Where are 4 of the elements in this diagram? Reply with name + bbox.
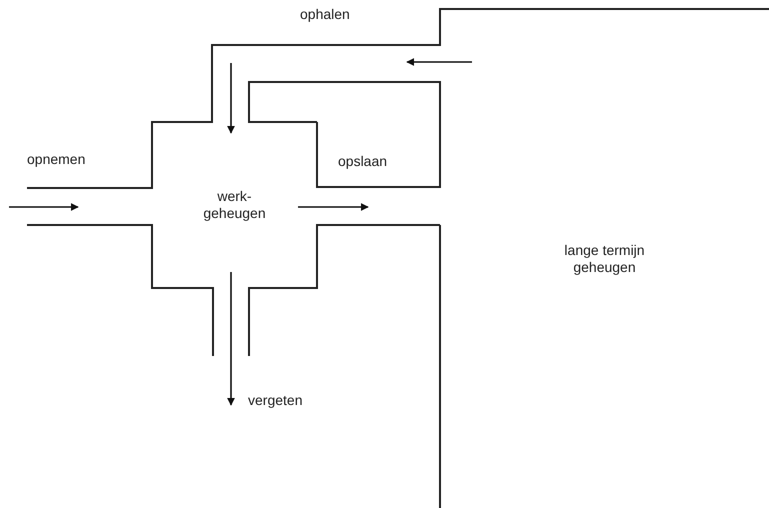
- flow-label: opslaan: [338, 153, 388, 169]
- flow-label: ophalen: [300, 6, 350, 22]
- memory-label: werk- geheugen: [202, 188, 267, 222]
- memory-label: lange termijn geheugen: [563, 242, 646, 276]
